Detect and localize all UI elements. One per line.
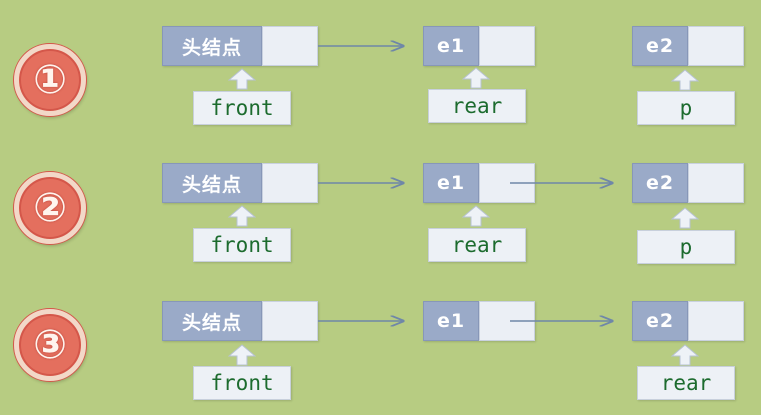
head-node-label: 头结点 [162,26,262,66]
step-1-head-node: 头结点 [162,26,318,66]
node-e2-label: e2 [632,163,688,203]
front-up-arrow-icon [227,344,257,366]
step-1-pointer-front: front [193,91,291,125]
step-1-node-e1: e1 [423,26,535,66]
head-node-next-field [262,301,318,341]
node-e1-label: e1 [423,301,479,341]
rear-up-arrow-icon [461,205,491,227]
step-1-pointer-rear: rear [428,89,526,123]
step-3-head-node: 头结点 [162,301,318,341]
node-e1-label: e1 [423,163,479,203]
node-e1-next-field [479,26,535,66]
rear-up-arrow-icon [670,344,700,366]
step-2-pointer-front: front [193,228,291,262]
step-3-node-e1: e1 [423,301,535,341]
node-e1-label: e1 [423,26,479,66]
step-3-pointer-rear: rear [637,366,735,400]
node-e2-label: e2 [632,26,688,66]
step-2-badge: ② [14,172,86,244]
node-e2-next-field [688,26,744,66]
step-1-badge: ① [14,44,86,116]
p-up-arrow-icon [670,207,700,229]
rear-up-arrow-icon [461,67,491,89]
step-2-pointer-p: p [637,230,735,264]
head-node-label: 头结点 [162,301,262,341]
node-e2-next-field [688,301,744,341]
node-e2-label: e2 [632,301,688,341]
node-e2-next-field [688,163,744,203]
step-3-pointer-front: front [193,366,291,400]
head-node-next-field [262,163,318,203]
step-3-node-e2: e2 [632,301,744,341]
head-node-next-field [262,26,318,66]
step-2-head-node: 头结点 [162,163,318,203]
step-3-badge: ③ [14,309,86,381]
step-1-node-e2: e2 [632,26,744,66]
step-2-pointer-rear: rear [428,228,526,262]
head-node-label: 头结点 [162,163,262,203]
step-1-pointer-p: p [637,91,735,125]
front-up-arrow-icon [227,205,257,227]
step-2-node-e2: e2 [632,163,744,203]
front-up-arrow-icon [227,68,257,90]
step-2-node-e1: e1 [423,163,535,203]
p-up-arrow-icon [670,69,700,91]
